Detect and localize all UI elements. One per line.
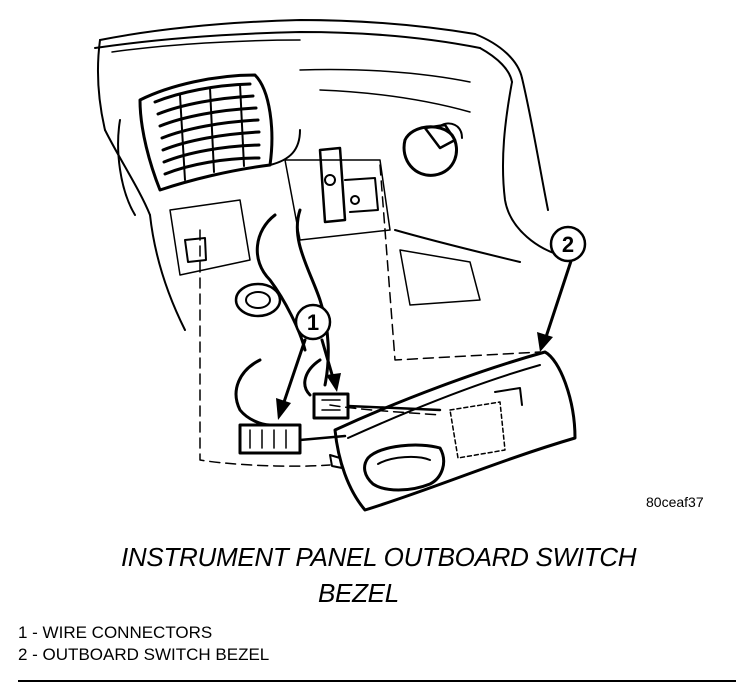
wire-connector-right bbox=[312, 392, 350, 420]
outboard-switch-bezel bbox=[329, 350, 577, 512]
mounting-bracket bbox=[169, 146, 521, 306]
figure-id-label: 80ceaf37 bbox=[646, 494, 704, 510]
air-vent bbox=[117, 73, 301, 216]
switch-knob bbox=[402, 122, 463, 177]
dashboard-outline bbox=[94, 19, 561, 331]
figure-title-line-2: BEZEL bbox=[318, 578, 399, 608]
wire-lead bbox=[346, 404, 442, 412]
instrument-panel-illustration: 1 2 bbox=[94, 19, 587, 512]
arrow-heads bbox=[276, 332, 553, 420]
figure-title-line-1: INSTRUMENT PANEL OUTBOARD SWITCH bbox=[121, 542, 637, 572]
wire-lead bbox=[298, 434, 347, 442]
round-control bbox=[234, 282, 282, 318]
callout-arrows bbox=[281, 256, 574, 407]
legend-item-2: 2 - OUTBOARD SWITCH BEZEL bbox=[18, 645, 270, 664]
divider-rule bbox=[18, 680, 736, 682]
callout-1: 1 bbox=[294, 303, 332, 341]
legend: 1 - WIRE CONNECTORS 2 - OUTBOARD SWITCH … bbox=[18, 622, 269, 666]
callout-1-number: 1 bbox=[307, 310, 319, 335]
legend-item-1: 1 - WIRE CONNECTORS bbox=[18, 623, 213, 642]
wire-connector-left bbox=[238, 423, 302, 455]
callout-2: 2 bbox=[549, 225, 587, 263]
callout-2-number: 2 bbox=[562, 232, 574, 257]
